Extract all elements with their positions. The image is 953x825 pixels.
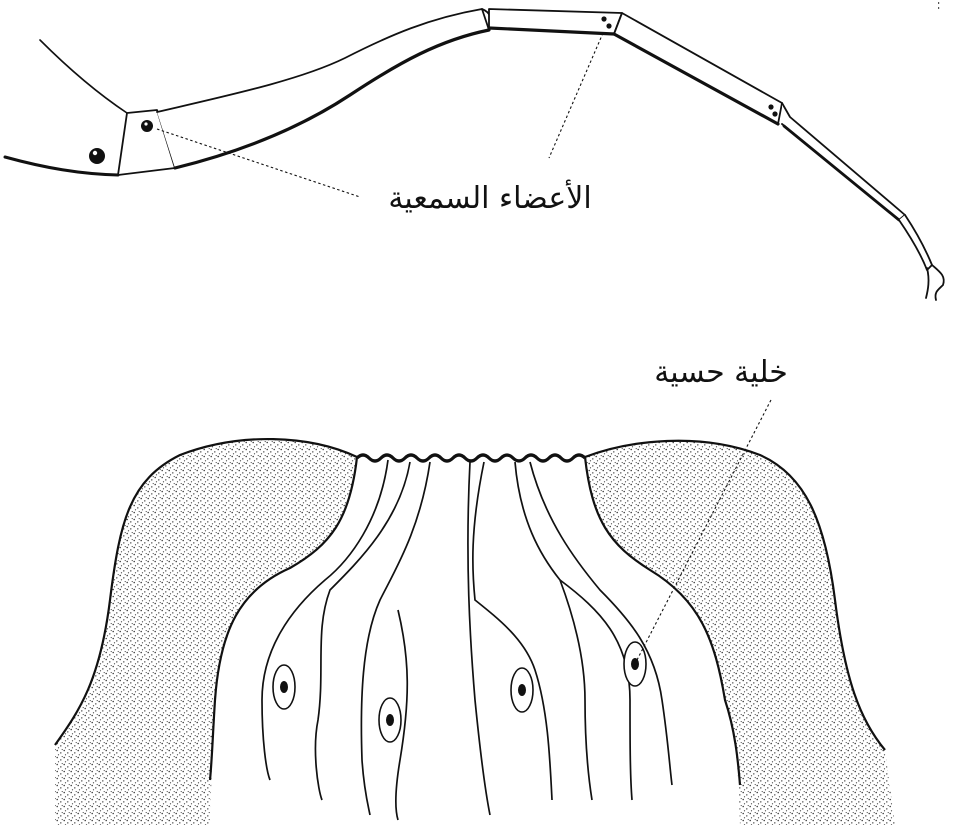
sensory-cell-2 (378, 697, 402, 743)
hearing-organ-dot-3 (606, 23, 612, 29)
claw (925, 264, 945, 301)
tissue-cross-section (54, 397, 895, 825)
fiber-7 (514, 461, 593, 801)
fiber-1 (261, 459, 389, 781)
fiber-6 (467, 461, 491, 816)
tibia-lower (613, 12, 783, 125)
right-tissue (585, 440, 895, 825)
fiber-9 (559, 579, 633, 801)
sensory-leader-line (636, 397, 773, 661)
femur-lower-edge-bold (173, 28, 491, 170)
hearing-organ-dot-4 (768, 104, 774, 110)
fiber-4 (395, 609, 409, 821)
hearing-organ-dot-2 (601, 16, 607, 22)
sensory-cell-nuclei (272, 641, 647, 743)
body-outline-lower (3, 155, 120, 177)
tympanic-membrane (355, 453, 587, 463)
femur (156, 8, 490, 169)
tibia-upper-bold (487, 26, 616, 36)
fiber-8 (529, 461, 673, 786)
fiber-3 (360, 461, 431, 816)
leg-dots (89, 16, 778, 164)
hearing-organ-dot-5 (772, 111, 778, 117)
sensory-cell-3 (510, 667, 534, 713)
sensory-cell-label: خلية حسية (654, 355, 788, 390)
tarsus-1 (781, 102, 906, 221)
body-outline-upper (39, 39, 128, 114)
auditory-organs-label: الأعضاء السمعية (388, 181, 592, 216)
hearing-organ-dot-1 (141, 120, 153, 132)
corner-marks (938, 2, 940, 9)
left-tissue (55, 439, 357, 825)
sensory-fibers (261, 459, 673, 821)
fiber-5 (472, 461, 553, 801)
sensory-cell-1 (272, 664, 296, 710)
tarsus-2 (898, 214, 933, 271)
insect-leg (3, 8, 945, 301)
body-spiracle-dot (89, 148, 105, 164)
auditory-leader-lines (156, 32, 604, 198)
tarsus-1-bold (782, 124, 901, 222)
sensory-cell-4 (623, 641, 647, 687)
fiber-2 (314, 461, 411, 801)
tibia-lower-bold (612, 32, 780, 126)
